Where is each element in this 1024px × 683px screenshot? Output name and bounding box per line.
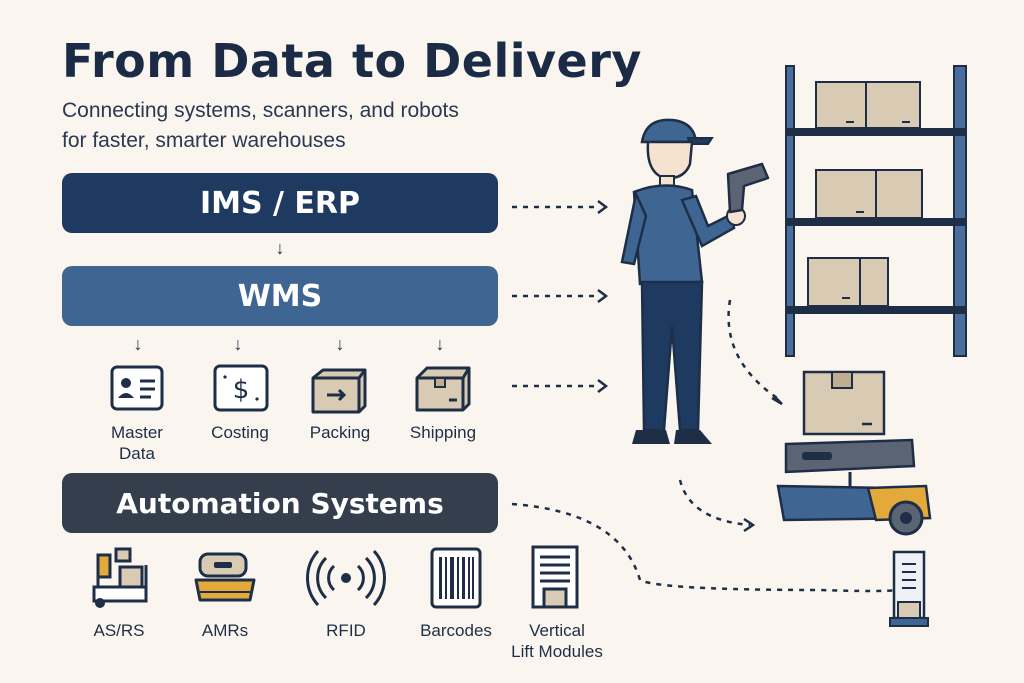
automation-label-rfid: RFID	[326, 621, 366, 640]
module-arrow-icon: ↓	[133, 334, 143, 354]
automation-label-amrs: AMRs	[201, 621, 249, 640]
warehouse-shelf-icon	[785, 65, 967, 357]
scanner-to-robot-connector	[727, 299, 781, 402]
module-label-packing: Packing	[309, 423, 371, 442]
box-icon	[415, 366, 471, 412]
automation-label-asrs: AS/RS	[93, 621, 145, 640]
id-card-icon	[110, 365, 164, 411]
wms-label: WMS	[237, 278, 323, 314]
subtitle-line-1: Connecting systems, scanners, and robots	[62, 99, 459, 122]
rfid-icon	[306, 549, 386, 607]
module-arrow-icon: ↓	[335, 334, 345, 354]
barcode-icon	[430, 547, 482, 609]
box-arrow-icon	[311, 368, 367, 414]
automation-connector	[511, 502, 901, 593]
amr-icon	[194, 552, 256, 602]
svg-text:$: $	[233, 375, 250, 405]
automation-label-barcodes: Barcodes	[420, 621, 492, 640]
automation-layer: Automation Systems	[62, 473, 498, 533]
subtitle-line-2: for faster, smarter warehouses	[62, 129, 346, 152]
vertical-lift-tower-icon	[889, 550, 929, 627]
vlm-label-line-2: Lift Modules	[511, 642, 603, 661]
ims-erp-label: IMS / ERP	[199, 185, 361, 221]
automation-label-vertical-lift-modules: Vertical Lift Modules	[492, 620, 622, 662]
vertical-lift-icon	[531, 545, 579, 609]
page-title: From Data to Delivery	[62, 34, 642, 88]
dollar-icon: $	[213, 364, 269, 412]
module-label-costing: Costing	[211, 423, 269, 442]
page-subtitle: Connecting systems, scanners, and robots…	[62, 96, 582, 156]
module-arrow-icon: ↓	[435, 334, 445, 354]
module-arrow-icon: ↓	[233, 334, 243, 354]
ims-erp-layer: IMS / ERP	[62, 173, 498, 233]
asrs-icon	[92, 547, 148, 608]
module-label-shipping: Shipping	[409, 423, 477, 442]
automation-label: Automation Systems	[116, 486, 444, 520]
ims-to-wms-arrow-icon: ↓	[275, 238, 285, 258]
wms-layer: WMS	[62, 266, 498, 326]
worker-to-robot-connector	[678, 479, 751, 527]
warehouse-worker-icon	[620, 118, 770, 444]
amr-robot-icon	[776, 370, 932, 536]
vlm-label-line-1: Vertical	[529, 621, 585, 640]
